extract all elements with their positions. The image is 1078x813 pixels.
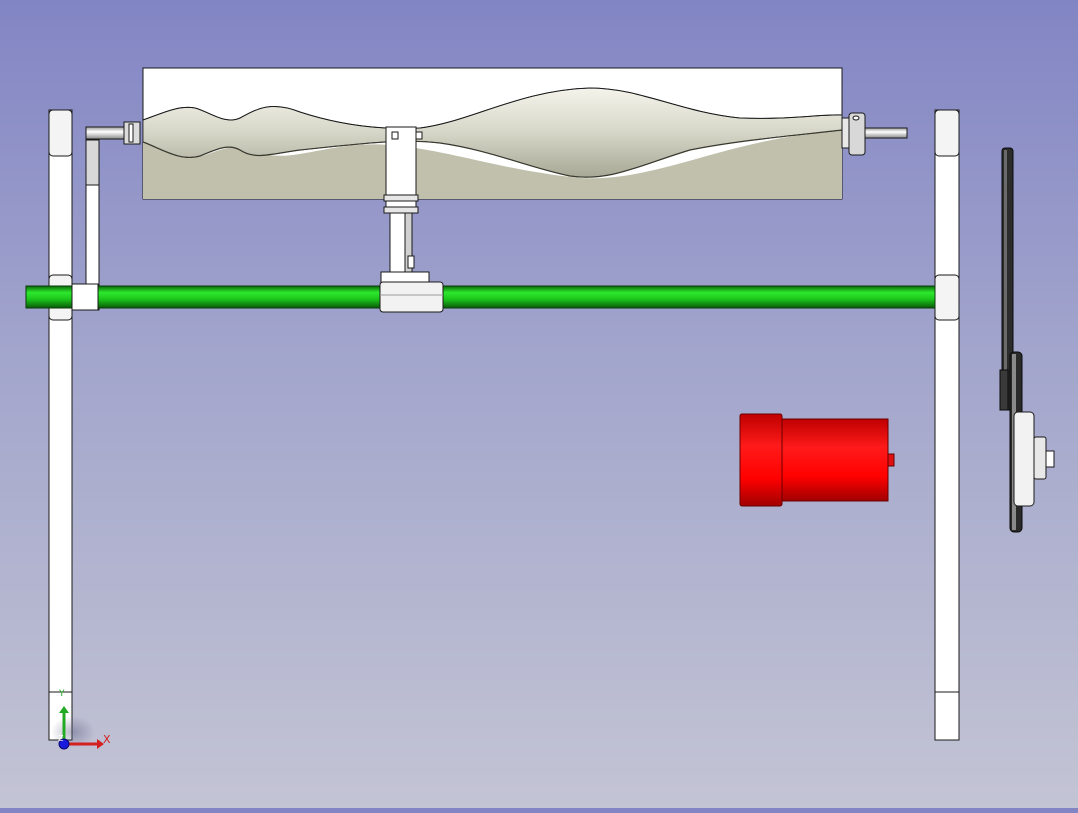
triad-x-label: X (103, 733, 111, 746)
triad-y-label: Y (59, 689, 65, 699)
triad-z-label: Z (58, 734, 64, 743)
left-arm-bracket (85, 121, 141, 311)
coordinate-triad (51, 706, 104, 750)
support-rod[interactable] (25, 283, 936, 311)
wave-lower-surface (143, 130, 842, 199)
right-shaft-collar (841, 112, 908, 156)
left-frame-post[interactable] (48, 109, 73, 741)
right-frame-post[interactable] (934, 109, 960, 741)
belt-pulley-assembly[interactable] (999, 147, 1055, 533)
center-bracket[interactable] (379, 126, 444, 313)
wave-tank-block[interactable] (142, 67, 843, 200)
drive-motor[interactable] (739, 413, 895, 507)
